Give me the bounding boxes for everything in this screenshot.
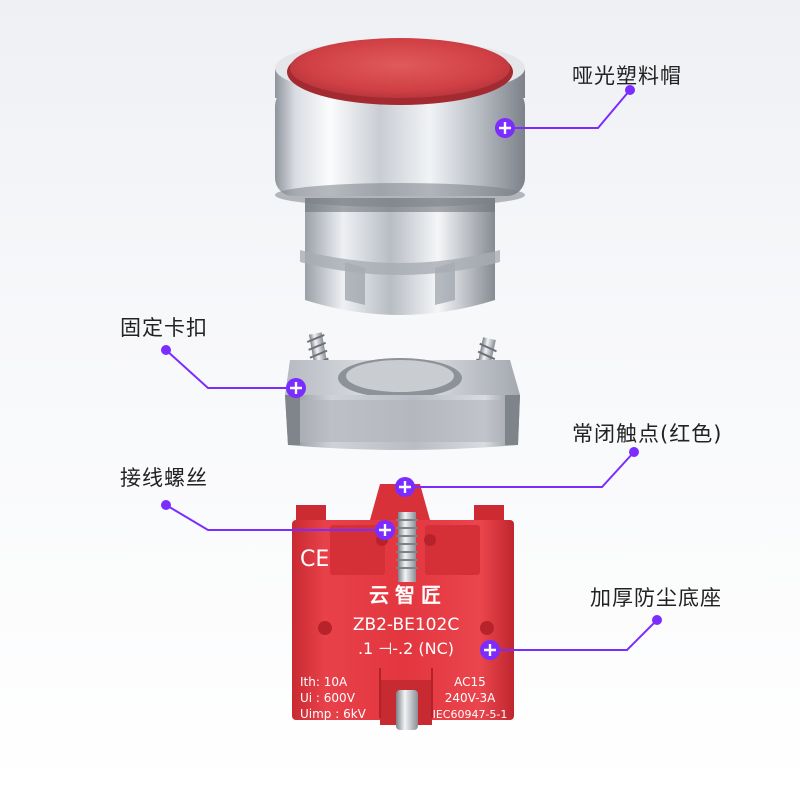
callout-label-base: 加厚防尘底座 (590, 586, 722, 610)
spec-ac15: AC15 (454, 675, 486, 689)
callout-line-cap (505, 89, 631, 129)
callout-line-base (490, 619, 658, 651)
dot-icon (625, 85, 635, 95)
spec-ui: Ui : 600V (300, 691, 356, 705)
plus-icon (480, 640, 500, 660)
dot-icon (629, 447, 639, 457)
callout-end-dots (161, 85, 662, 625)
callout-label-contact: 常闭触点(红色) (572, 422, 723, 446)
callout-label-clip: 固定卡扣 (120, 316, 208, 340)
plus-icon (286, 378, 306, 398)
spec-ith: Ith: 10A (300, 675, 348, 689)
callout-line-clip (165, 349, 296, 389)
button-cap-assembly (275, 38, 525, 315)
chrome-bezel (275, 88, 525, 196)
spec-rating: 240V-3A (445, 691, 496, 705)
callout-lines (165, 89, 658, 651)
mounting-clip (285, 332, 520, 450)
ce-mark: CE (300, 547, 329, 572)
spec-standard: IEC60947-5-1 (433, 708, 508, 721)
callout-label-cap: 哑光塑料帽 (572, 64, 682, 88)
callout-label-screw: 接线螺丝 (120, 466, 208, 490)
cap-housing (305, 198, 495, 315)
circuit-label: .1 ⊣-.2 (NC) (358, 639, 454, 658)
dot-icon (161, 345, 171, 355)
red-cap-face (290, 38, 510, 98)
contact-block: CE 云智匠 ZB2-BE102C .1 ⊣-.2 (NC) Ith: 10A … (292, 484, 514, 730)
brand-mark: 云智匠 (369, 583, 447, 607)
dot-icon (161, 500, 171, 510)
plus-icon (395, 477, 415, 497)
terminal-screw (398, 512, 416, 582)
plus-markers (286, 118, 515, 660)
plus-icon (495, 118, 515, 138)
callout-line-contact (405, 451, 635, 488)
model-number: ZB2-BE102C (353, 615, 459, 635)
plus-icon (375, 520, 395, 540)
spec-uimp: Uimp : 6kV (300, 707, 367, 721)
callout-line-screw (165, 504, 385, 531)
dot-icon (652, 615, 662, 625)
